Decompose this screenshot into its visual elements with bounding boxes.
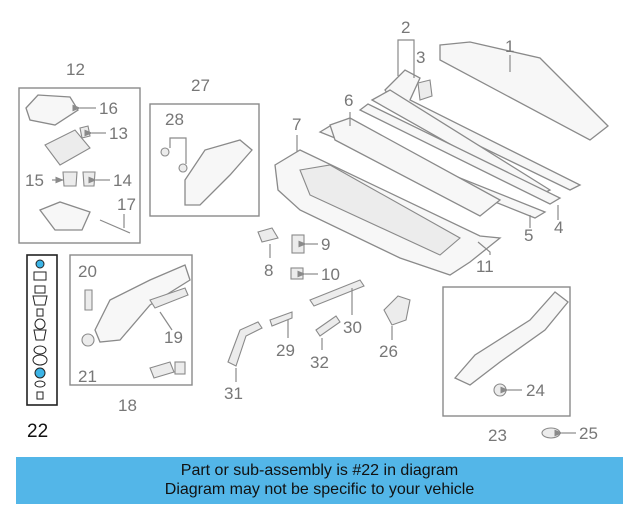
label-4: 4 [554,218,563,237]
label-2: 2 [401,18,410,37]
part-30 [309,279,365,315]
label-6: 6 [344,91,353,110]
part-25 [541,427,576,439]
info-banner: Part or sub-assembly is #22 in diagram D… [16,457,623,504]
label-29: 29 [276,341,295,360]
label-20: 20 [78,262,97,281]
label-1: 1 [505,37,514,56]
part-31 [227,321,263,382]
part-22-highlight [26,254,58,406]
label-13: 13 [109,124,128,143]
label-16: 16 [99,99,118,118]
box-27 [149,103,260,217]
part-6-panel [329,112,502,217]
label-10: 10 [321,265,340,284]
banner-line-2: Diagram may not be specific to your vehi… [164,481,475,498]
box-23 [442,286,571,417]
box-18 [69,254,193,386]
label-27: 27 [191,76,210,95]
label-12: 12 [66,60,85,79]
label-31: 31 [224,384,243,403]
label-18: 18 [118,396,137,415]
label-11: 11 [476,257,494,276]
label-5: 5 [524,226,533,245]
label-25: 25 [579,424,598,443]
label-23: 23 [488,426,507,445]
label-7: 7 [292,115,301,134]
label-3: 3 [416,48,425,67]
label-14: 14 [113,171,132,190]
label-30: 30 [343,318,362,337]
label-28: 28 [165,110,184,129]
label-22: 22 [27,421,48,442]
banner-line-1: Part or sub-assembly is #22 in diagram [180,462,459,479]
label-24: 24 [526,381,545,400]
label-17: 17 [117,195,136,214]
part-4-strip [358,103,562,220]
label-26: 26 [379,342,398,361]
part-1-top-panel [439,41,609,141]
label-19: 19 [164,328,183,347]
part-3-clip [417,79,433,101]
part-7-tray [274,135,502,276]
parts-diagram: 1 2 3 4 5 6 7 8 9 10 11 12 13 14 15 16 1… [18,18,609,445]
label-8: 8 [264,261,273,280]
box-12 [18,87,141,244]
label-15: 15 [25,171,44,190]
part-29 [269,311,293,338]
part-32 [315,315,341,350]
label-9: 9 [321,235,330,254]
part-9 [291,234,318,254]
part-10 [290,267,318,280]
label-21: 21 [78,367,97,386]
label-32: 32 [310,353,329,372]
part-8 [257,227,279,258]
part-26 [383,295,411,340]
